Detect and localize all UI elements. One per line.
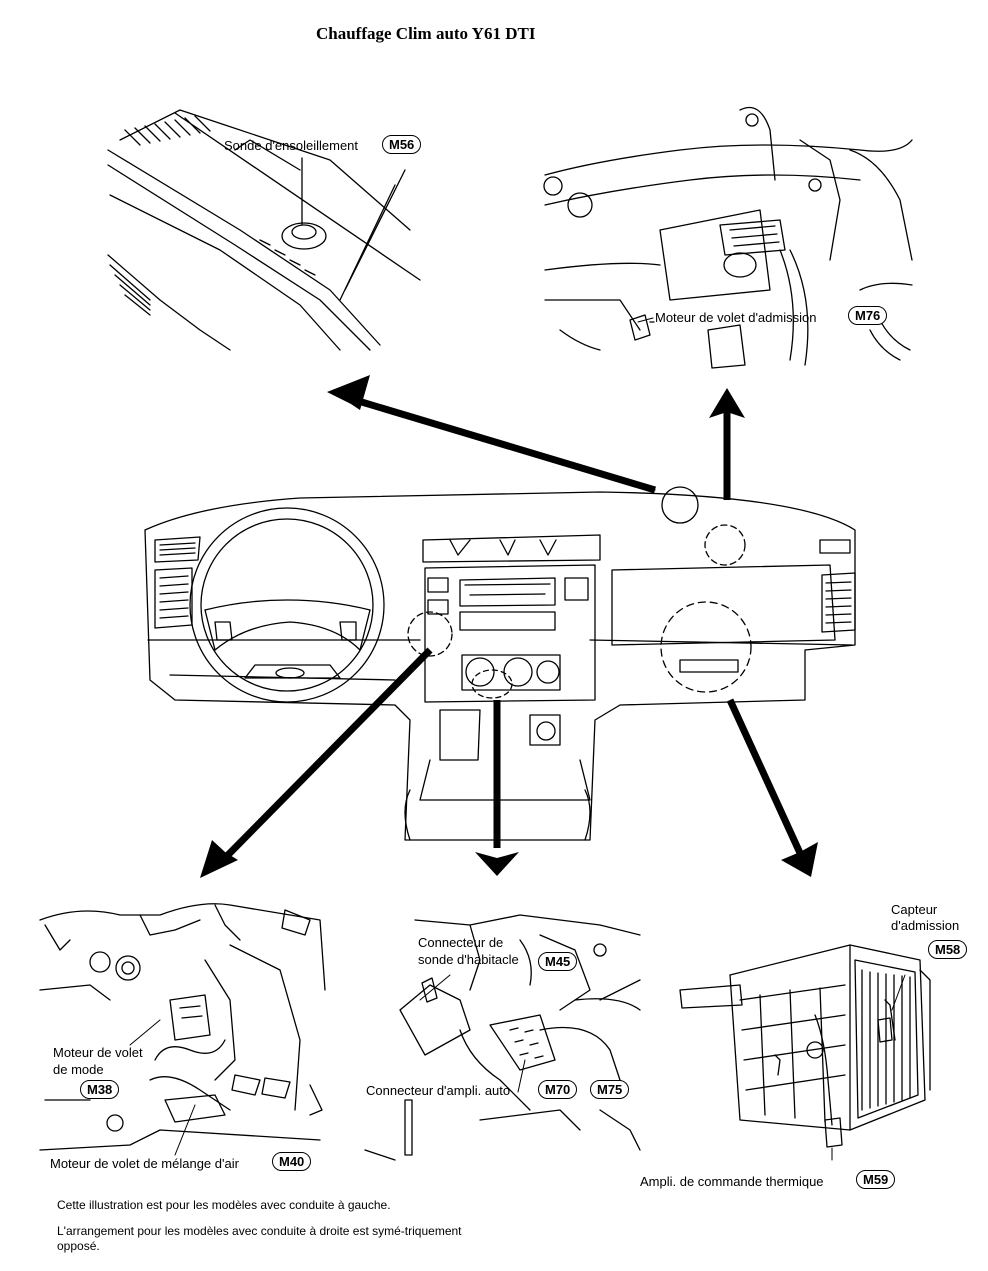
cabin-sensor-label-line1: Connecteur de bbox=[418, 935, 504, 950]
arrow-guide-lines bbox=[354, 399, 656, 491]
arrows bbox=[222, 396, 804, 861]
cabin-sensor-code-badge: M45 bbox=[538, 952, 578, 971]
thermal-amp-code-badge: M59 bbox=[856, 1170, 896, 1189]
intake-motor-code-badge: M76 bbox=[848, 306, 888, 325]
windshield-illustration bbox=[107, 109, 421, 351]
dashboard-illustration bbox=[144, 486, 856, 841]
mode-motor-code-badge: M38 bbox=[80, 1080, 120, 1099]
auto-amp-code-badge-2: M75 bbox=[590, 1080, 630, 1099]
mode-motor-label-line1: Moteur de volet bbox=[53, 1045, 143, 1060]
sun-sensor-code-badge: M56 bbox=[382, 135, 422, 154]
page-title: Chauffage Clim auto Y61 DTI bbox=[316, 24, 536, 43]
auto-amp-label: Connecteur d'ampli. auto bbox=[366, 1083, 511, 1098]
leader-lines bbox=[129, 317, 906, 1161]
heater-unit-illustration bbox=[679, 944, 931, 1148]
mode-motor-illustration bbox=[39, 903, 326, 1151]
connectors-illustration bbox=[364, 914, 641, 1161]
mix-motor-label: Moteur de volet de mélange d'air bbox=[50, 1156, 239, 1171]
intake-motor-label: Moteur de volet d'admission bbox=[655, 310, 817, 325]
note-rhd: L'arrangement pour les modèles avec cond… bbox=[57, 1224, 462, 1253]
intake-sensor-label-line2: d'admission bbox=[891, 918, 960, 933]
intake-sensor-label-line1: Capteur bbox=[891, 902, 938, 917]
auto-amp-code-badge-1: M70 bbox=[538, 1080, 578, 1099]
sun-sensor-label: Sonde d'ensoleillement bbox=[224, 138, 359, 153]
cabin-sensor-label-line2: sonde d'habitacle bbox=[418, 952, 519, 967]
mix-motor-code-badge: M40 bbox=[272, 1152, 312, 1171]
mode-motor-label-line2: de mode bbox=[53, 1062, 104, 1077]
thermal-amp-label: Ampli. de commande thermique bbox=[640, 1174, 824, 1189]
intake-sensor-code-badge: M58 bbox=[928, 940, 968, 959]
note-lhd: Cette illustration est pour les modèles … bbox=[57, 1198, 391, 1212]
intake-motor-illustration bbox=[543, 106, 913, 369]
